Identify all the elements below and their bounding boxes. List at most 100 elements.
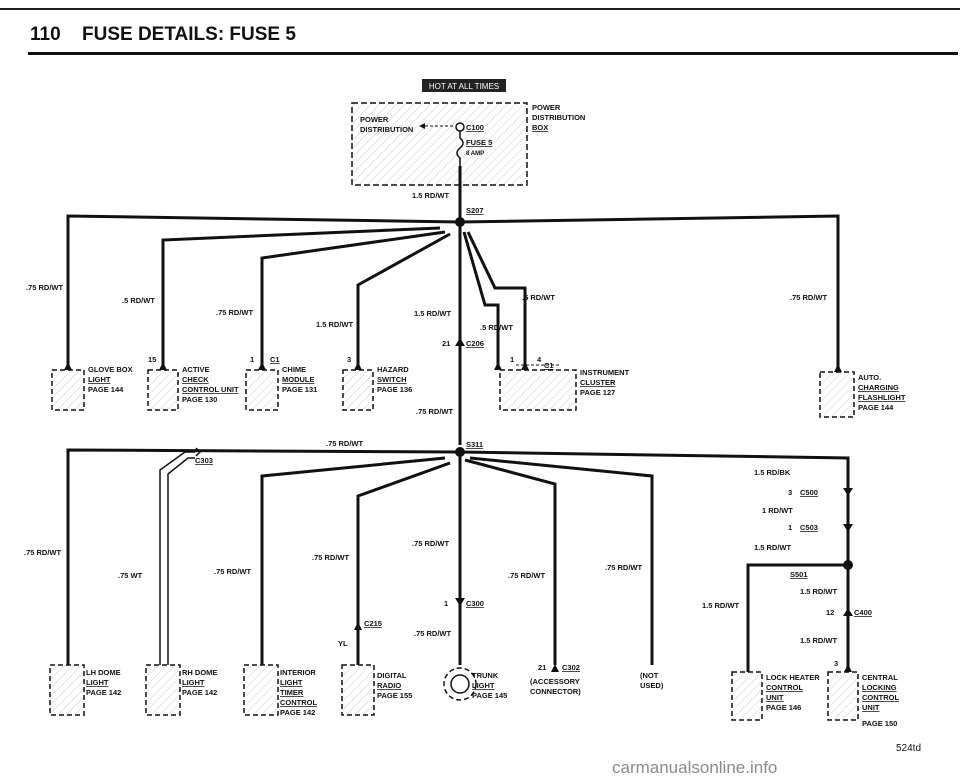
radio-page: PAGE 155 <box>377 691 412 700</box>
pd-right-label-2: DISTRIBUTION <box>532 113 585 122</box>
c206-connector: 21 C206 <box>442 338 484 348</box>
component-chime: 1 C1 CHIME MODULE PAGE 131 <box>245 355 317 411</box>
c302-pin: 21 <box>538 663 546 672</box>
wire-label-central-upper: 1.5 RD/WT <box>800 587 838 596</box>
c100-label: C100 <box>466 123 484 132</box>
c215-label: C215 <box>364 619 382 628</box>
active-sub-2: CONTROL UNIT <box>182 385 239 394</box>
component-accessory-connector: (ACCESSORY CONNECTOR) <box>530 677 581 696</box>
chime-pin: 1 <box>250 355 254 364</box>
s311-splice-icon <box>455 447 465 457</box>
page-title: FUSE DETAILS: FUSE 5 <box>82 24 296 45</box>
top-rule <box>0 8 960 10</box>
upper-wire-labels: .75 RD/WT .5 RD/WT .75 RD/WT 1.5 RD/WT 1… <box>26 283 828 416</box>
chime-connector: C1 <box>270 355 280 364</box>
rhdome-page: PAGE 142 <box>182 688 217 697</box>
wire-label-active: .5 RD/WT <box>122 296 155 305</box>
lockheater-sub-1: CONTROL <box>766 683 803 692</box>
cluster-connector: C1 <box>544 361 554 370</box>
interior-name: INTERIOR <box>280 668 316 677</box>
cluster-pin-a: 1 <box>510 355 514 364</box>
c500-label: C500 <box>800 488 818 497</box>
glovebox-sub: LIGHT <box>88 375 111 384</box>
lower-bus <box>66 448 850 665</box>
component-charging-flashlight: AUTO. CHARGING FLASHLIGHT PAGE 144 <box>819 364 906 418</box>
wire-label-trunk: .75 RD/WT <box>412 539 450 548</box>
pd-left-label-1: POWER <box>360 115 389 124</box>
c500-connector: 3 C500 <box>788 488 853 497</box>
charging-sub-1: CHARGING <box>858 383 899 392</box>
charging-name: AUTO. <box>858 373 881 382</box>
yl-label: YL <box>338 639 348 648</box>
component-instrument-cluster: 1 4 C1 INSTRUMENT CLUSTER PAGE 127 <box>494 355 630 411</box>
charging-sub-2: FLASHLIGHT <box>858 393 906 402</box>
active-sub-1: CHECK <box>182 375 209 384</box>
c300-label: C300 <box>466 599 484 608</box>
fuse-icon <box>456 131 464 166</box>
central-sub-2: CONTROL <box>862 693 899 702</box>
page-header: 110 FUSE DETAILS: FUSE 5 <box>0 0 960 60</box>
c400-label: C400 <box>854 608 872 617</box>
component-digital-radio: DIGITAL RADIO PAGE 155 <box>341 664 412 716</box>
c503-connector: 1 C503 <box>788 523 853 532</box>
hazard-sub: SWITCH <box>377 375 407 384</box>
central-page: PAGE 150 <box>862 719 897 728</box>
cluster-page: PAGE 127 <box>580 388 615 397</box>
glovebox-page: PAGE 144 <box>88 385 124 394</box>
c503-label: C503 <box>800 523 818 532</box>
hazard-pin: 3 <box>347 355 351 364</box>
lockheater-name: LOCK HEATER <box>766 673 820 682</box>
component-hazard: 3 HAZARD SWITCH PAGE 136 <box>342 355 412 411</box>
hot-at-all-times-badge: HOT AT ALL TIMES <box>422 79 506 92</box>
c303-connector: C303 <box>195 447 213 465</box>
active-pin: 15 <box>148 355 156 364</box>
cluster-sub: CLUSTER <box>580 378 616 387</box>
notused-name: (NOT <box>640 671 659 680</box>
s311-label: S311 <box>466 440 483 449</box>
active-page: PAGE 130 <box>182 395 217 404</box>
page-number: 110 <box>30 24 61 45</box>
central-pin: 3 <box>834 659 838 668</box>
trunk-page: PAGE 145 <box>472 691 507 700</box>
component-glovebox: GLOVE BOX LIGHT PAGE 144 <box>51 362 133 411</box>
bulb-icon <box>450 674 470 694</box>
wire-label-s501-feed: 1.5 RD/WT <box>754 543 792 552</box>
wire-label-lhdome: .75 RD/WT <box>24 548 62 557</box>
trunk-sub: LIGHT <box>472 681 495 690</box>
glovebox-name: GLOVE BOX <box>88 365 133 374</box>
pd-right-label-3: BOX <box>532 123 548 132</box>
c500-pin: 3 <box>788 488 792 497</box>
wire-label-interior: .75 RD/WT <box>214 567 252 576</box>
wire-label-radio: .75 RD/WT <box>312 553 350 562</box>
c206-pin: 21 <box>442 339 450 348</box>
c400-pin: 12 <box>826 608 834 617</box>
wire-label-trunk-lower: .75 RD/WT <box>414 629 452 638</box>
main-wire-label: 1.5 RD/WT <box>412 191 450 200</box>
rh-dome-wire <box>159 451 195 665</box>
fuse-label: FUSE 5 <box>466 138 492 147</box>
active-name: ACTIVE <box>182 365 210 374</box>
wire-label-lower-bus: .75 RD/WT <box>326 439 364 448</box>
lockheater-page: PAGE 146 <box>766 703 801 712</box>
rhdome-sub: LIGHT <box>182 678 205 687</box>
wire-label-lockheater: 1.5 RD/WT <box>702 601 740 610</box>
wire-label-cluster-b: .5 RD/WT <box>480 323 513 332</box>
c400-connector: 12 C400 <box>826 608 872 617</box>
pd-right-label-1: POWER <box>532 103 561 112</box>
wire-label-chime: .75 RD/WT <box>216 308 254 317</box>
c300-pin: 1 <box>444 599 448 608</box>
interior-page: PAGE 142 <box>280 708 315 717</box>
c302-connector: 21 C302 <box>538 663 580 672</box>
wire-label-glovebox: .75 RD/WT <box>26 283 64 292</box>
power-distribution-box: POWER DISTRIBUTION C100 FUSE 5 8 AMP POW… <box>351 102 585 186</box>
wire-label-main-down: 1.5 RD/WT <box>414 309 452 318</box>
wire-label-bk: 1.5 RD/BK <box>754 468 791 477</box>
chime-name: CHIME <box>282 365 306 374</box>
accessory-sub: CONNECTOR) <box>530 687 581 696</box>
c302-label: C302 <box>562 663 580 672</box>
lockheater-sub-2: UNIT <box>766 693 784 702</box>
component-lh-dome: LH DOME LIGHT PAGE 142 <box>49 664 121 716</box>
lhdome-page: PAGE 142 <box>86 688 121 697</box>
lower-wire-labels: .75 RD/WT .75 WT .75 RD/WT .75 RD/WT .75… <box>24 539 643 648</box>
